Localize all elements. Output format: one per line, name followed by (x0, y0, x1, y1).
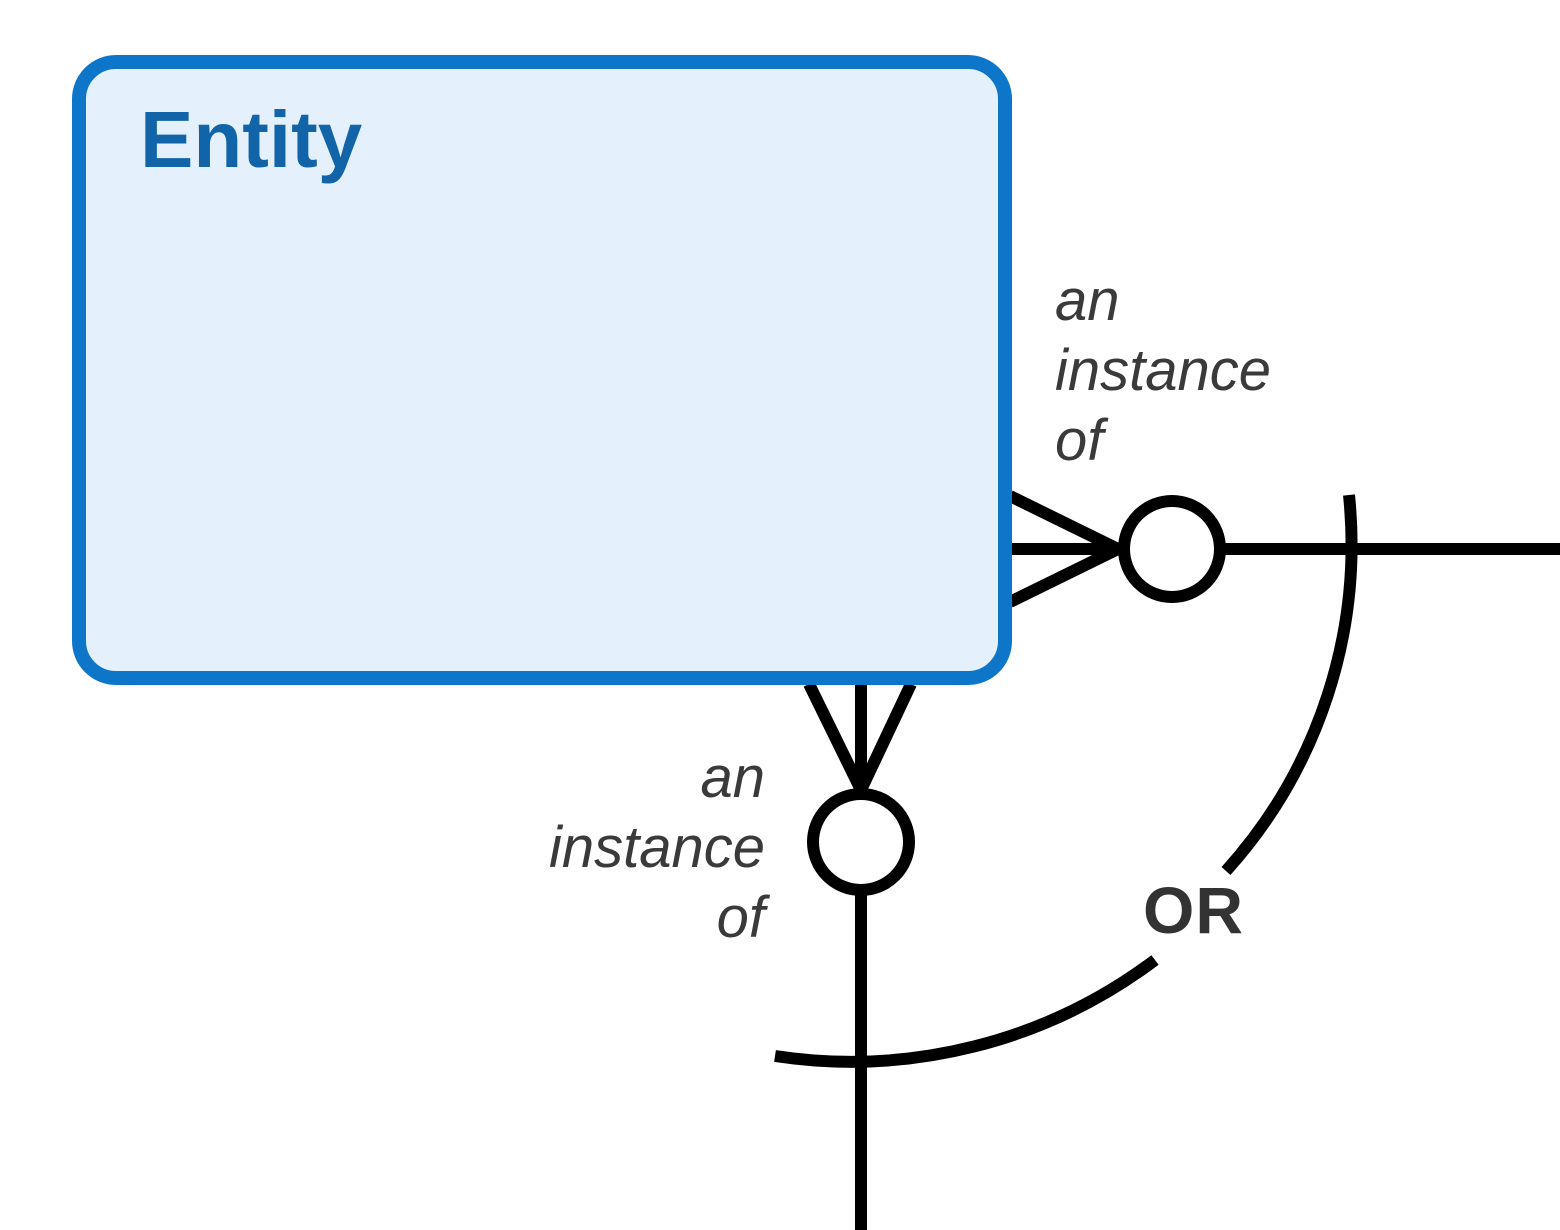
entity-title: Entity (140, 95, 363, 184)
label-line: of (716, 885, 765, 950)
optionality-circle-icon (807, 788, 915, 896)
relationship-right-connector[interactable] (1007, 490, 1560, 608)
label-line: an (700, 745, 765, 810)
crowsfoot-prong-bottom-icon (1007, 543, 1121, 608)
or-arc-upper-segment-icon (1221, 494, 1358, 876)
entity-node[interactable]: Entity (72, 55, 1012, 685)
or-arc-lower-segment-icon (774, 955, 1159, 1068)
label-line: instance (1055, 338, 1272, 403)
crowsfoot-prong-right-icon (855, 681, 917, 793)
crowsfoot-prong-left-icon (803, 681, 867, 793)
crowsfoot-prong-top-icon (1007, 490, 1121, 555)
bottom-relationship-label: an instance of (365, 743, 765, 953)
or-constraint-arc[interactable] (774, 494, 1358, 1068)
label-line: an (1055, 268, 1120, 333)
relationship-bottom-connector[interactable] (803, 681, 917, 1230)
label-line: of (1055, 408, 1104, 473)
label-line: instance (548, 815, 765, 880)
or-constraint-label: OR (1143, 873, 1244, 947)
right-relationship-label: an instance of (1055, 266, 1271, 476)
optionality-circle-icon (1118, 495, 1226, 603)
